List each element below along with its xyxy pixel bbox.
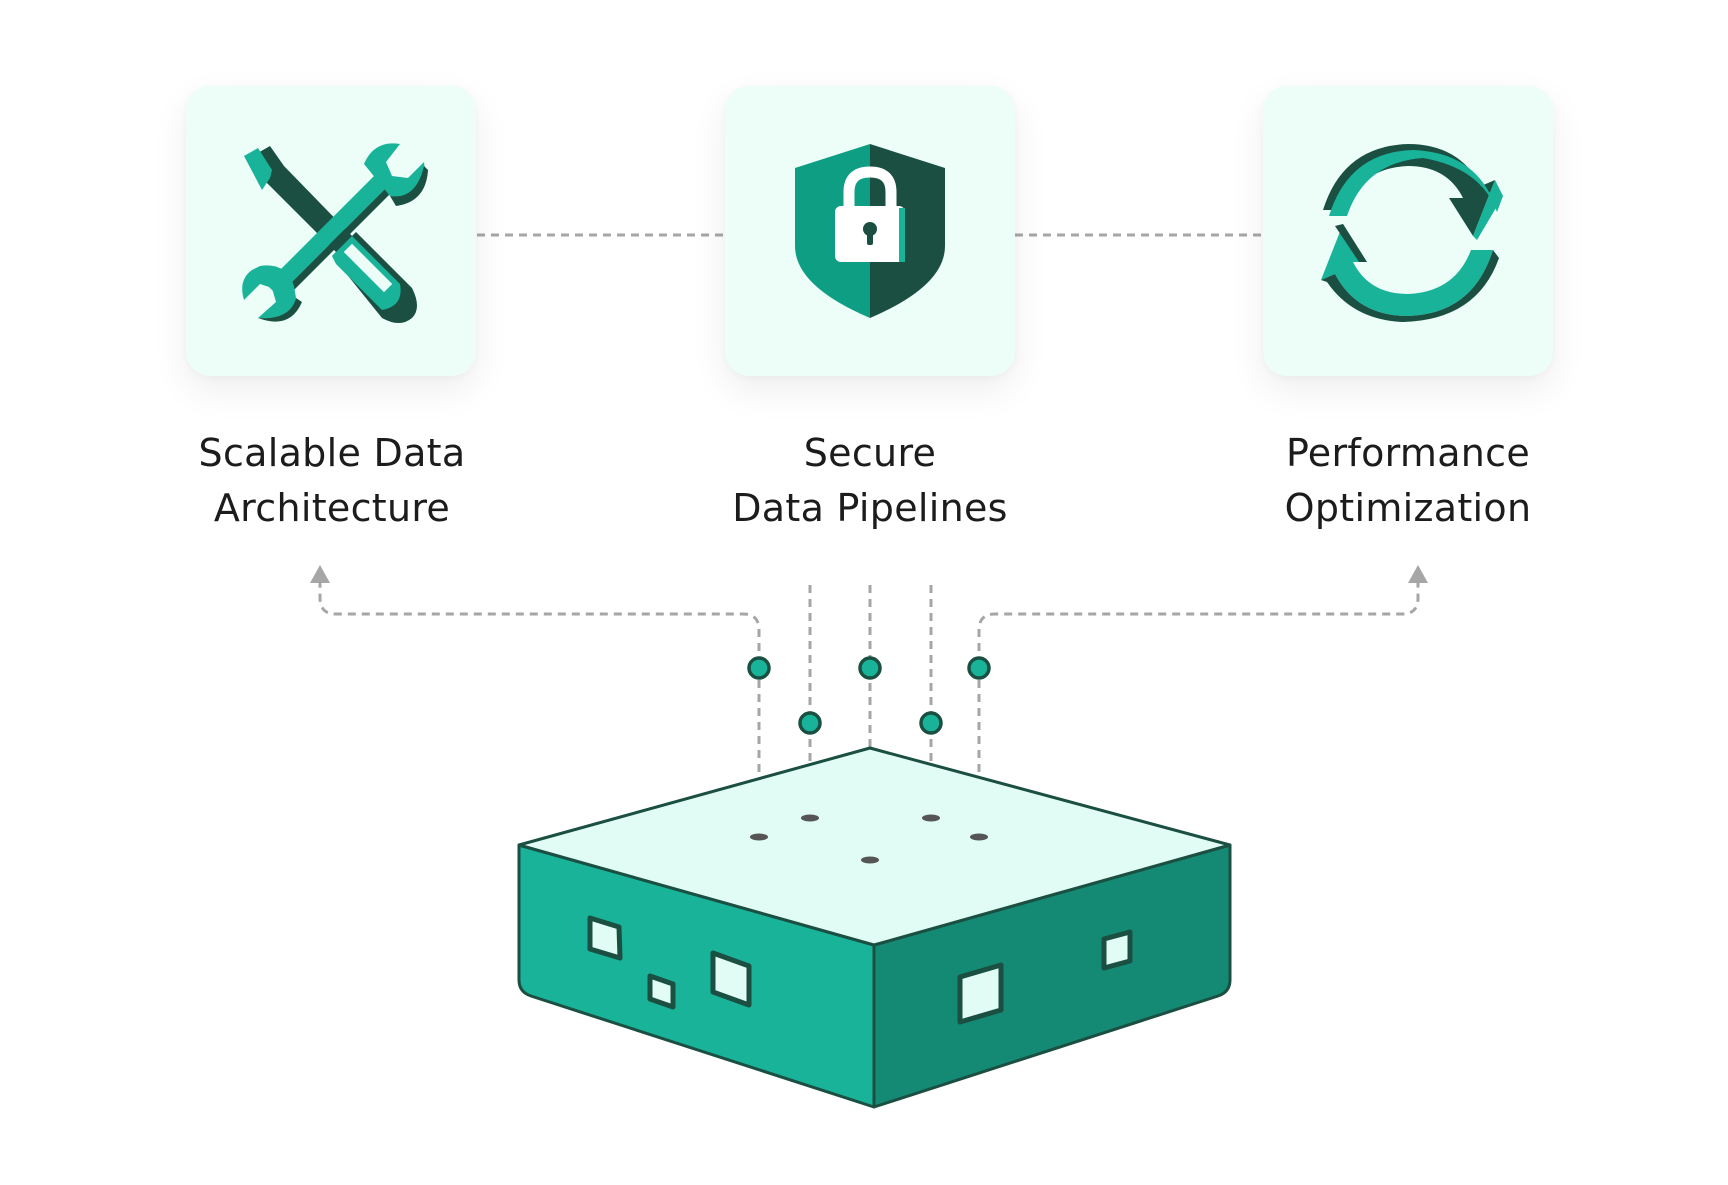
platform-windows-left: [587, 915, 752, 1010]
data-pin-nodes: [747, 656, 991, 735]
platform-left-face: [517, 843, 876, 1109]
platform-top-face: [517, 746, 1232, 947]
feature-card-performance: [1263, 86, 1553, 376]
feature-label-line: Performance: [1285, 431, 1531, 475]
feature-label-line: Optimization: [1284, 486, 1532, 530]
isometric-platform: [517, 746, 1232, 1109]
feature-label-secure: Secure Data Pipelines: [660, 426, 1080, 536]
pin-holes: [750, 814, 988, 864]
refresh-cycle-icon: [1321, 144, 1503, 322]
pin-node: [858, 656, 882, 680]
feature-card-secure: [725, 86, 1015, 376]
arrow-path-left: [318, 583, 761, 665]
pin-node: [798, 711, 822, 735]
feature-label-performance: Performance Optimization: [1198, 426, 1618, 536]
arrow-head-right: [1408, 565, 1428, 583]
arrow-head-left: [310, 565, 330, 583]
feature-label-line: Secure: [803, 431, 937, 475]
tools-icon: [242, 143, 428, 323]
pin-node: [919, 711, 943, 735]
feature-card-scalable: [186, 86, 476, 376]
pin-node: [967, 656, 991, 680]
platform-right-face: [872, 843, 1232, 1109]
arrow-path-right: [977, 583, 1420, 665]
feature-label-scalable: Scalable Data Architecture: [122, 426, 542, 536]
pin-node: [747, 656, 771, 680]
shield-lock-icon: [795, 144, 945, 318]
feature-label-line: Data Pipelines: [732, 486, 1008, 530]
platform-windows-right: [957, 929, 1133, 1025]
feedback-arrows: [318, 583, 1420, 665]
feature-label-line: Architecture: [213, 486, 451, 530]
feature-label-line: Scalable Data: [198, 431, 466, 475]
